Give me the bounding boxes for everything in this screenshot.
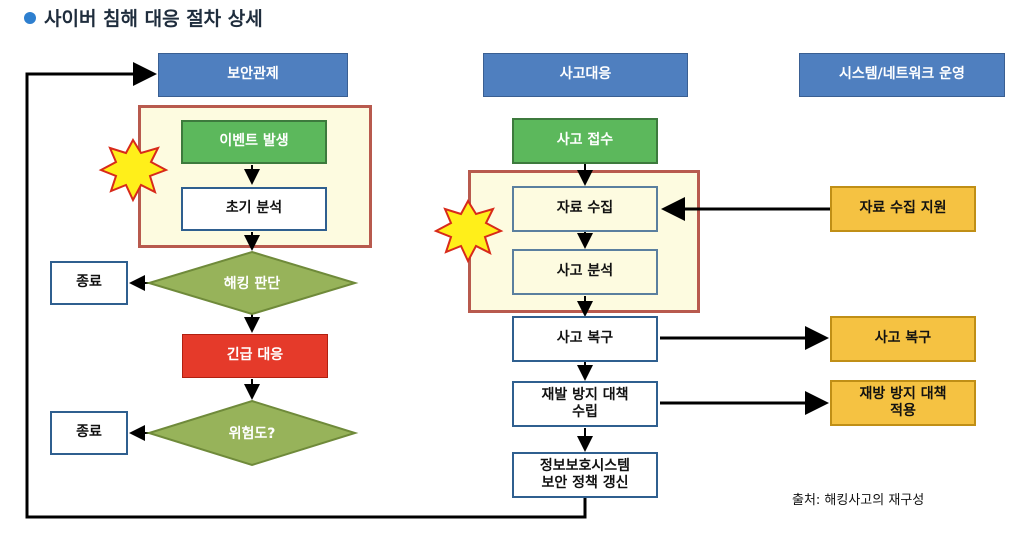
recovery-box: 사고 복구	[512, 316, 658, 362]
event-box: 이벤트 발생	[181, 120, 327, 164]
initial-analysis-box: 초기 분석	[181, 187, 327, 231]
header-incident: 사고대응	[483, 53, 688, 97]
initial-analysis-label: 초기 분석	[225, 200, 283, 217]
header-ops-label: 시스템/네트워크 운영	[839, 66, 965, 83]
emergency-label: 긴급 대응	[226, 347, 284, 364]
right-recovery-box: 사고 복구	[830, 316, 976, 362]
receipt-box: 사고 접수	[512, 118, 658, 164]
risk-diamond	[145, 399, 359, 467]
end-label-2: 종료	[76, 424, 102, 441]
header-ops: 시스템/네트워크 운영	[799, 53, 1005, 97]
header-security-label: 보안관제	[227, 66, 279, 83]
hack-decision-diamond	[145, 250, 359, 316]
collect-label: 자료 수집	[556, 200, 614, 217]
recovery-label: 사고 복구	[556, 330, 614, 347]
right-recovery-label: 사고 복구	[874, 330, 932, 347]
end-label-1: 종료	[76, 274, 102, 291]
prevent-plan-label: 재발 방지 대책 수립	[541, 386, 629, 421]
risk-label: 위험도?	[228, 426, 276, 442]
end-box-2: 종료	[50, 411, 128, 455]
explosion-icon	[433, 198, 504, 264]
collect-support-box: 자료 수집 지원	[830, 186, 976, 232]
header-incident-label: 사고대응	[559, 66, 612, 83]
hack-decision-label: 해킹 판단	[223, 276, 281, 292]
prevent-apply-label: 재방 방지 대책 적용	[859, 385, 947, 420]
header-security: 보안관제	[158, 53, 348, 97]
end-box-1: 종료	[50, 261, 128, 305]
source-caption: 출처: 해킹사고의 재구성	[792, 493, 925, 508]
prevent-plan-box: 재발 방지 대책 수립	[512, 381, 658, 427]
analysis-box: 사고 분석	[512, 249, 658, 295]
analysis-label: 사고 분석	[556, 263, 614, 280]
event-label: 이벤트 발생	[219, 133, 289, 150]
emergency-box: 긴급 대응	[182, 334, 328, 378]
prevent-apply-box: 재방 방지 대책 적용	[830, 380, 976, 426]
policy-update-label: 정보보호시스템 보안 정책 갱신	[539, 457, 631, 492]
page-title: 사이버 침해 대응 절차 상세	[24, 4, 263, 31]
collect-box: 자료 수집	[512, 186, 658, 232]
collect-support-label: 자료 수집 지원	[859, 200, 947, 217]
bullet-icon	[24, 11, 36, 24]
feedback-loop-line	[25, 62, 587, 519]
page-title-text: 사이버 침해 대응 절차 상세	[44, 8, 263, 30]
explosion-icon	[98, 137, 169, 203]
receipt-label: 사고 접수	[556, 132, 614, 149]
policy-update-box: 정보보호시스템 보안 정책 갱신	[512, 452, 658, 498]
